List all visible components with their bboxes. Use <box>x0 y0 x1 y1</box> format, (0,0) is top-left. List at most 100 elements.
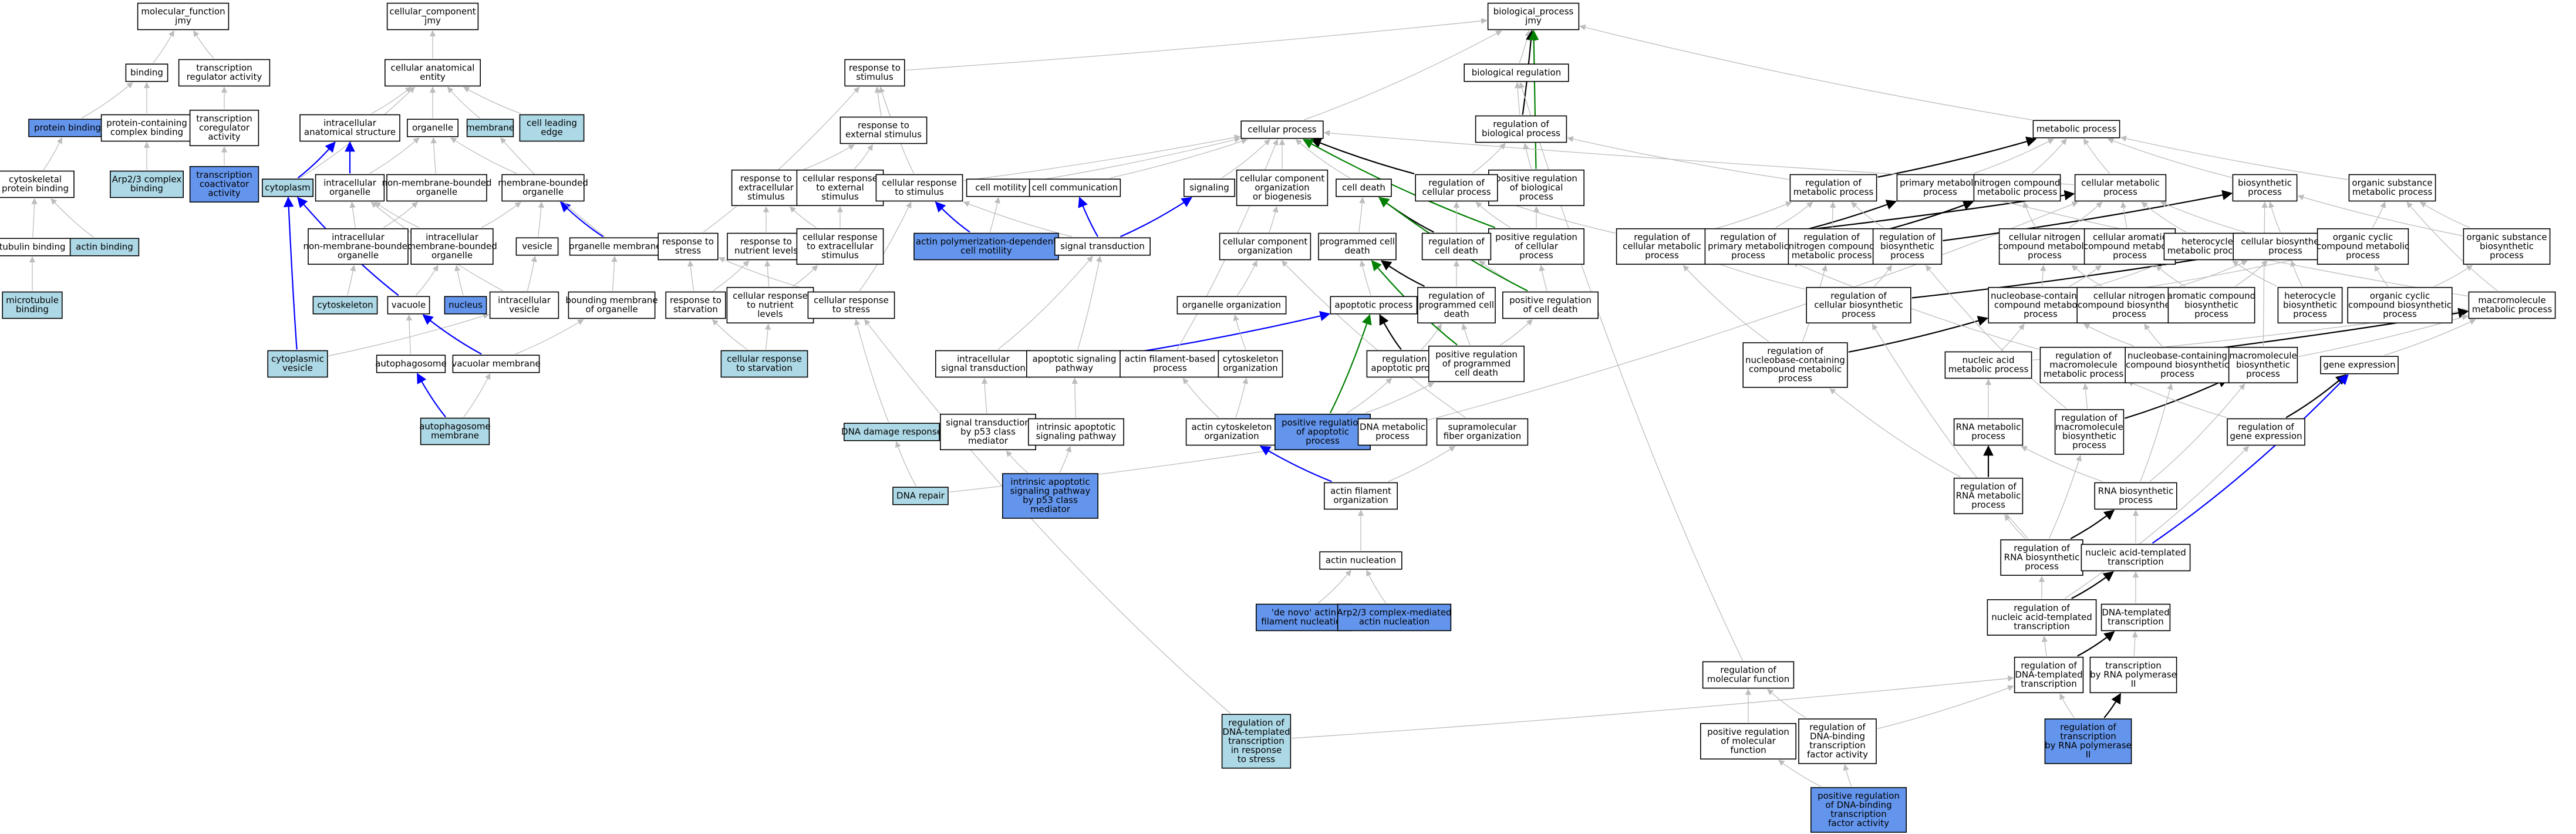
node-label: cellular biosynthetic <box>2241 237 2330 247</box>
node-label: signaling pathway <box>1010 486 1091 497</box>
node-dnadmg: DNA damage response <box>841 423 942 441</box>
node-label: by p53 class <box>960 426 1016 437</box>
node-label: to external <box>816 182 864 193</box>
node-box <box>406 119 458 137</box>
node-box <box>844 423 940 441</box>
node-label: regulation of <box>2060 722 2116 732</box>
edge-regulates <box>1379 314 1402 350</box>
node-box <box>1998 228 2091 265</box>
edge-part-of <box>1078 197 1099 237</box>
node-label: metabolic process <box>2472 304 2553 315</box>
edge-is-a <box>2069 201 2103 228</box>
node-label: compound metabolic <box>2317 241 2409 251</box>
edge-positively-regulates <box>1302 139 1496 228</box>
node-label: cytoplasm <box>265 182 311 193</box>
node-label: protein binding <box>34 122 101 133</box>
edge-regulates <box>1943 190 2233 242</box>
node-label: organelle <box>431 250 473 261</box>
node-label: transcription <box>2108 616 2163 627</box>
node-box <box>2094 482 2177 510</box>
node-box <box>2000 539 2083 576</box>
node-label: response to <box>670 295 721 306</box>
edge-is-a <box>2083 323 2135 347</box>
edge-is-a <box>1461 323 1471 346</box>
node-box <box>1256 603 1353 632</box>
node-label: molecular_function <box>141 6 225 18</box>
node-label: organization <box>1223 363 1277 373</box>
edge-is-a <box>463 373 491 417</box>
node-label: nitrogen compound <box>1974 178 2061 188</box>
node-label: regulation of <box>1428 291 1485 301</box>
edge-is-a <box>1235 377 1249 418</box>
node-label: regulation of <box>2014 603 2070 613</box>
node-label: process <box>1519 250 1553 261</box>
edge-is-a <box>2048 455 2082 539</box>
node-box <box>466 119 514 137</box>
node-label: process <box>1375 431 1410 441</box>
edge-is-a <box>50 198 94 238</box>
node-label: to starvation <box>736 363 793 373</box>
node-box <box>1742 342 1848 388</box>
node-box <box>501 174 585 202</box>
node-label: cellular biosynthetic <box>1814 299 1903 310</box>
node-label: process <box>2119 495 2153 505</box>
node-label: to stress <box>1238 754 1275 764</box>
node-box <box>1319 551 1402 570</box>
edge-is-a <box>982 377 988 413</box>
edge-is-a <box>2127 380 2227 418</box>
node-label: regulation of <box>2014 543 2070 553</box>
node-label: nucleic acid <box>1963 355 2015 366</box>
edge-is-a <box>1292 675 2014 739</box>
node-apopproc: apoptotic process <box>1330 296 1418 315</box>
edge-is-a <box>527 255 537 291</box>
node-label: DNA metabolic <box>1360 422 1425 433</box>
edge-is-a <box>1295 139 1350 178</box>
node-label: filament nucleation <box>1261 616 1346 627</box>
node-label: intracellular <box>323 118 377 129</box>
node-geneexpr: gene expression <box>2320 356 2399 374</box>
node-box <box>1221 714 1292 769</box>
node-label: non-membrane-bounded <box>303 241 413 251</box>
node-label: metabolic process <box>2167 245 2248 256</box>
node-label: regulation of <box>1767 346 1823 356</box>
node-box <box>2232 174 2298 202</box>
edge-is-a <box>31 198 38 238</box>
node-label: macromolecule <box>2478 295 2545 306</box>
edge-is-a <box>2374 265 2389 287</box>
node-label: mediator <box>968 435 1009 446</box>
node-box <box>376 354 446 373</box>
edge-is-a <box>2064 445 2250 599</box>
node-box <box>2167 286 2255 324</box>
node-box <box>2039 346 2127 384</box>
node-label: organelle <box>522 187 564 197</box>
node-label: regulation of <box>1720 665 1776 676</box>
node-actnucl: actin nucleation <box>1319 551 1402 570</box>
node-label: jmy <box>174 15 191 26</box>
node-box <box>1475 115 1567 143</box>
node-label: cellular response <box>882 178 957 188</box>
node-box <box>1704 228 1792 265</box>
node-label: external stimulus <box>845 129 922 140</box>
edge-is-a <box>2297 194 2463 237</box>
node-cytoplasm: cytoplasm <box>261 178 313 197</box>
node-label: levels <box>757 309 783 319</box>
node-label: metabolic process <box>2044 369 2124 379</box>
node-label: nucleic acid-templated <box>1991 612 2092 622</box>
edge-is-a <box>1567 136 1789 180</box>
edge-is-a <box>997 255 1093 350</box>
node-box <box>839 116 928 144</box>
node-box <box>386 174 487 202</box>
